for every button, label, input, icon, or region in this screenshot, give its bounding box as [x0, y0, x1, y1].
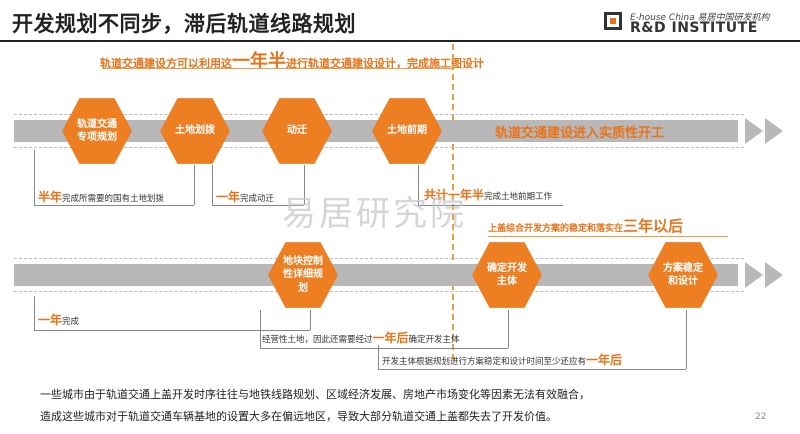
row2-arrow-icon	[745, 262, 763, 288]
page-number: 22	[755, 412, 767, 422]
bracket-line	[34, 205, 194, 206]
page-title: 开发规划不同步，滞后轨道线路规划	[12, 12, 356, 36]
hex-land-prep: 土地前期	[372, 98, 442, 164]
logo-mark-icon	[604, 12, 622, 30]
bracket-line	[508, 310, 509, 348]
row2-note-2: 经营性土地，因此还需要经过一年后确定开发主体	[262, 331, 460, 345]
bracket-line	[34, 296, 35, 330]
bracket-line	[378, 369, 686, 370]
row1-note-2: 一年完成动迁	[216, 190, 275, 204]
hex-relocation: 动迁	[262, 98, 332, 164]
bracket-line	[418, 165, 419, 205]
logo-line2: R&D INSTITUTE	[630, 20, 758, 36]
logo: E-house China 易居中国研发机构 R&D INSTITUTE	[604, 10, 794, 36]
header-rule	[0, 40, 800, 42]
bracket-line	[212, 205, 304, 206]
bracket-line	[260, 310, 261, 348]
row1-arrow2-icon	[765, 118, 783, 144]
row1-bar-label: 轨道交通建设进入实质性开工	[495, 126, 665, 141]
bracket-line	[418, 205, 563, 206]
divider-dashed-line	[452, 44, 454, 360]
row1-arrow-icon	[745, 118, 763, 144]
bracket-line	[212, 165, 213, 205]
row2-arrow2-icon	[765, 262, 783, 288]
mid-note-underline	[488, 236, 728, 237]
bracket-line	[310, 310, 311, 330]
logo-line1: E-house China 易居中国研发机构	[630, 13, 770, 23]
footer-line-2: 造成这些城市对于轨道交通车辆基地的设置大多在偏远地区，导致大部分轨道交通上盖都失…	[40, 410, 557, 423]
bracket-line	[194, 165, 195, 205]
watermark: 易居研究院	[282, 194, 467, 234]
bracket-line	[260, 348, 508, 349]
hex-land-allocation: 土地划拨	[160, 98, 230, 164]
row2-note-1: 一年完成	[38, 313, 80, 327]
mid-note: 上盖综合开发方案的稳定和落实在三年以后	[488, 217, 684, 235]
bracket-line	[34, 330, 310, 331]
top-note-pre: 轨道交通建设方可以利用这	[100, 57, 232, 70]
footer-line-1: 一些城市由于轨道交通上盖开发时序往往与地铁线路规划、区域经济发展、房地产市场变化…	[40, 388, 590, 401]
top-note-post: 进行轨道交通建设设计，完成施工图设计	[286, 57, 484, 70]
top-note-underline	[102, 68, 452, 69]
bracket-line	[686, 310, 687, 369]
row2-bar	[14, 264, 738, 286]
top-note-emph: 一年半	[232, 51, 286, 72]
hex-design: 方案稳定和设计	[648, 242, 718, 308]
hex-developer: 确定开发主体	[472, 242, 542, 308]
bracket-line	[304, 165, 305, 205]
row2-track	[14, 258, 744, 292]
row1-note-3: 共计一年半完成土地前期工作	[424, 188, 553, 202]
hex-transit-plan: 轨道交通专项规划	[62, 98, 132, 164]
row1-track	[14, 114, 744, 148]
bracket-line	[378, 345, 379, 369]
bracket-line	[34, 150, 35, 205]
hex-detailed-plan: 地块控制性详细规划	[268, 242, 338, 308]
row1-note-1: 半年完成所需要的国有土地划拨	[38, 190, 165, 204]
row2-note-3: 开发主体根据规划进行方案稳定和设计时间至少还应有一年后	[382, 353, 623, 367]
top-note: 轨道交通建设方可以利用这一年半进行轨道交通建设设计，完成施工图设计	[100, 47, 484, 73]
